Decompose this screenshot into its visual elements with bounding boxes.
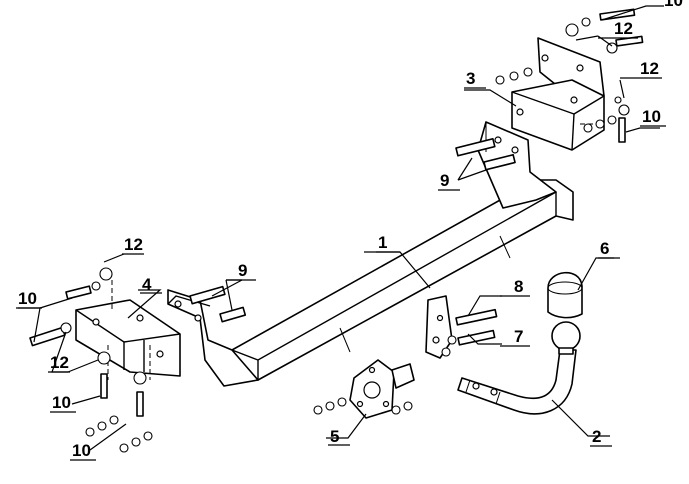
callout-10-left: 10	[18, 289, 37, 308]
callout-2: 2	[592, 427, 601, 446]
callout-12-topright: 12	[614, 19, 633, 38]
callout-labels: 1 2 3 4 5 6 7 8 9 9 10 10 10 10 10 12 12…	[16, 0, 683, 461]
callout-10-lowerleft-a: 10	[52, 393, 71, 412]
socket-plate-part-5	[349, 359, 415, 419]
callout-10-topright: 10	[664, 0, 683, 10]
callout-12-left-bottom: 12	[50, 353, 69, 372]
callout-10-lowerleft-b: 10	[72, 441, 91, 460]
right-bracket-part-3	[511, 37, 605, 151]
callout-7: 7	[514, 327, 523, 346]
fasteners	[29, 8, 644, 453]
callout-9-top: 9	[440, 171, 449, 190]
callout-6: 6	[600, 239, 609, 258]
callout-4: 4	[142, 275, 152, 294]
callout-10-right: 10	[642, 107, 661, 126]
towball-neck-part-2	[457, 321, 581, 415]
callout-8: 8	[514, 277, 523, 296]
callout-12-left-top: 12	[124, 235, 143, 254]
callout-12-right: 12	[640, 59, 659, 78]
crossbar-part-1	[167, 121, 574, 387]
callout-9-left: 9	[238, 261, 247, 280]
callout-5: 5	[330, 427, 339, 446]
callout-1: 1	[378, 233, 387, 252]
left-bracket-part-4	[75, 280, 181, 380]
callout-3: 3	[466, 69, 475, 88]
ball-cap-part-6	[547, 271, 583, 319]
